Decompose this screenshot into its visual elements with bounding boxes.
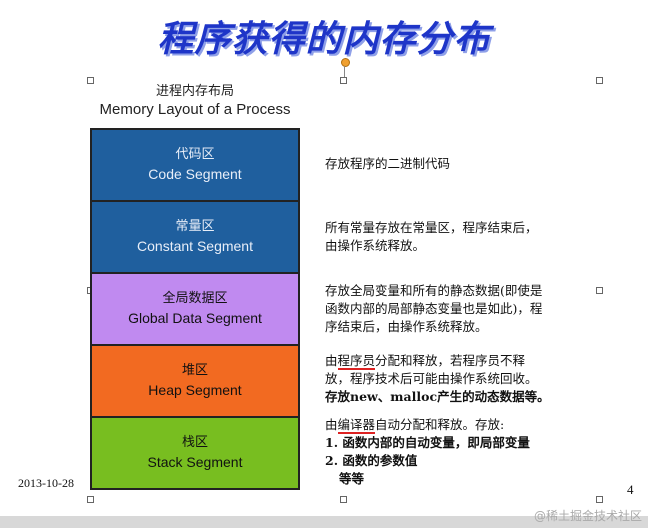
desc-stack-prefix: 由 (325, 417, 338, 432)
segment-code: 代码区 Code Segment (92, 130, 298, 202)
desc-global-line-1: 存放全局变量和所有的静态数据(即使是 (325, 283, 543, 298)
segment-constant: 常量区 Constant Segment (92, 202, 298, 274)
segment-global: 全局数据区 Global Data Segment (92, 274, 298, 346)
desc-constant-line-1: 所有常量存放在常量区，程序结束后， (325, 220, 538, 235)
desc-constant: 所有常量存放在常量区，程序结束后， 由操作系统释放。 (325, 219, 615, 255)
desc-heap-line-3: 存放new、malloc产生的动态数据等。 (325, 389, 550, 404)
segment-heap-en: Heap Segment (148, 382, 242, 398)
desc-heap-line-1: 由程序员分配和释放，若程序员不释 (325, 352, 615, 370)
diagram-subtitle-en: Memory Layout of a Process (99, 101, 291, 118)
slide-date: 2013-10-28 (18, 476, 74, 490)
resize-handle-bottom[interactable] (340, 496, 347, 503)
segment-constant-cn: 常量区 (175, 219, 215, 234)
desc-global-line-3: 序结束后，由操作系统释放。 (325, 319, 488, 334)
resize-handle-top-right[interactable] (596, 77, 603, 84)
desc-global-line-2: 函数内部的局部静态变量也是如此)，程 (325, 301, 543, 316)
desc-heap-underlined: 程序员 (337, 353, 376, 370)
slide-title: 程序获得的内存分布 (157, 19, 491, 60)
rotate-handle-stem (344, 66, 345, 78)
resize-handle-bottom-left[interactable] (87, 496, 94, 503)
segment-stack: 栈区 Stack Segment (92, 418, 298, 488)
bottom-strip (0, 516, 648, 528)
watermark: @稀土掘金技术社区 (533, 509, 642, 523)
diagram-subtitle-cn: 进程内存布局 (155, 84, 234, 99)
segment-heap: 堆区 Heap Segment (92, 346, 298, 418)
segment-heap-cn: 堆区 (181, 363, 208, 378)
desc-code-line: 存放程序的二进制代码 (325, 156, 451, 171)
desc-stack-underlined: 编译器 (337, 417, 376, 434)
segment-stack-cn: 栈区 (181, 435, 208, 450)
resize-handle-bottom-right[interactable] (596, 496, 603, 503)
resize-handle-top-left[interactable] (87, 77, 94, 84)
desc-heap: 由程序员分配和释放，若程序员不释 放，程序技术后可能由操作系统回收。 存放new… (325, 352, 615, 406)
segment-global-en: Global Data Segment (128, 310, 262, 326)
rotate-handle[interactable] (341, 58, 350, 67)
segment-code-en: Code Segment (148, 166, 242, 182)
resize-handle-right[interactable] (596, 287, 603, 294)
desc-heap-line-2: 放，程序技术后可能由操作系统回收。 (325, 371, 538, 386)
memory-layout-diagram[interactable]: 代码区 Code Segment 常量区 Constant Segment 全局… (90, 128, 300, 490)
desc-stack-item-3: 等等 (339, 471, 365, 486)
desc-heap-suffix: 分配和释放，若程序员不释 (375, 353, 526, 368)
slide-page-number: 4 (627, 482, 634, 497)
segment-stack-en: Stack Segment (147, 454, 243, 470)
desc-heap-prefix: 由 (325, 353, 338, 368)
desc-global: 存放全局变量和所有的静态数据(即使是 函数内部的局部静态变量也是如此)，程 序结… (325, 282, 615, 336)
desc-stack: 由编译器自动分配和释放。存放: 1. 函数内部的自动变量，即局部变量 2. 函数… (325, 416, 615, 488)
segment-global-cn: 全局数据区 (162, 291, 228, 306)
segment-code-cn: 代码区 (175, 147, 215, 162)
desc-stack-item-1: 1. 函数内部的自动变量，即局部变量 (325, 435, 530, 450)
segment-constant-en: Constant Segment (137, 238, 253, 254)
desc-stack-suffix: 自动分配和释放。存放: (375, 417, 505, 432)
desc-stack-item-2: 2. 函数的参数值 (325, 453, 418, 468)
desc-code: 存放程序的二进制代码 (325, 155, 615, 173)
resize-handle-top[interactable] (340, 77, 347, 84)
desc-stack-line-1: 由编译器自动分配和释放。存放: (325, 416, 615, 434)
desc-constant-line-2: 由操作系统释放。 (325, 238, 426, 253)
